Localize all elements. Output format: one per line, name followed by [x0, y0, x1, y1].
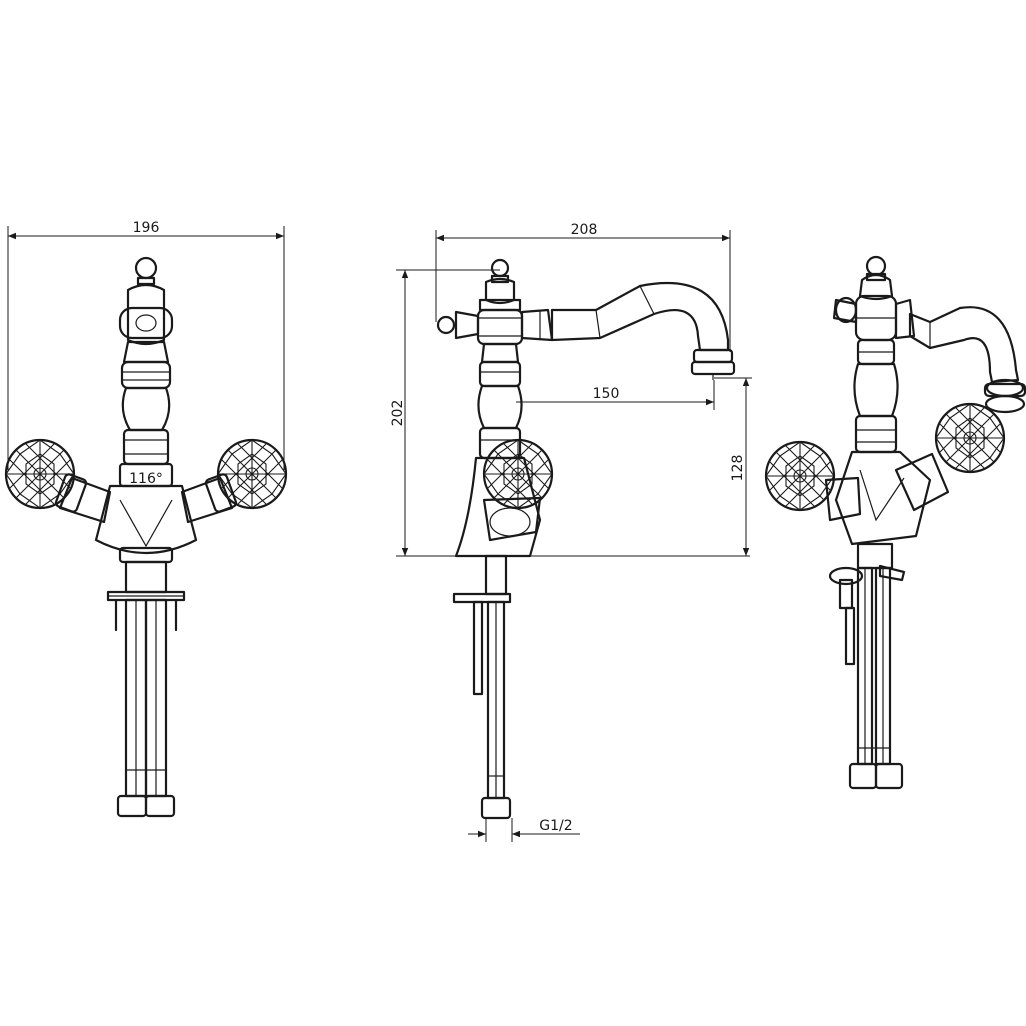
perspective-left-knob — [764, 440, 836, 512]
perspective-right-knob — [934, 402, 1006, 474]
perspective-body — [824, 338, 950, 546]
perspective-view — [764, 255, 1026, 790]
front-arms — [54, 473, 238, 524]
side-height-dimension: 202 — [390, 269, 750, 557]
side-width-dimension: 208 — [435, 222, 731, 352]
side-height-label: 202 — [390, 400, 406, 427]
side-reach-dimension: 150 — [516, 380, 715, 410]
front-mount — [106, 560, 186, 818]
side-view: 208 202 150 128 — [390, 222, 752, 842]
side-thread-label: G1/2 — [539, 818, 572, 834]
side-mount — [452, 554, 512, 820]
perspective-finial — [858, 255, 894, 301]
front-left-knob — [4, 438, 76, 510]
side-reach-label: 150 — [593, 386, 620, 402]
side-spout-height-label: 128 — [730, 455, 746, 482]
perspective-mount — [828, 542, 906, 790]
side-head — [436, 308, 554, 346]
side-body — [454, 342, 542, 558]
front-width-label: 196 — [133, 220, 160, 236]
front-angle-label: 116° — [129, 471, 163, 487]
side-thread-dimension: G1/2 — [468, 818, 580, 842]
side-finial — [478, 258, 522, 312]
perspective-spout — [908, 306, 1026, 414]
front-width-dimension: 196 — [7, 220, 285, 470]
front-view: 196 116° — [4, 220, 288, 818]
front-finial — [118, 256, 174, 346]
front-right-knob — [216, 438, 288, 510]
front-body: 116° — [94, 340, 198, 564]
side-width-label: 208 — [571, 222, 598, 238]
perspective-head — [832, 294, 916, 342]
side-spout-height-dimension: 128 — [714, 377, 752, 556]
side-spout — [550, 281, 736, 380]
side-knob — [482, 438, 554, 510]
